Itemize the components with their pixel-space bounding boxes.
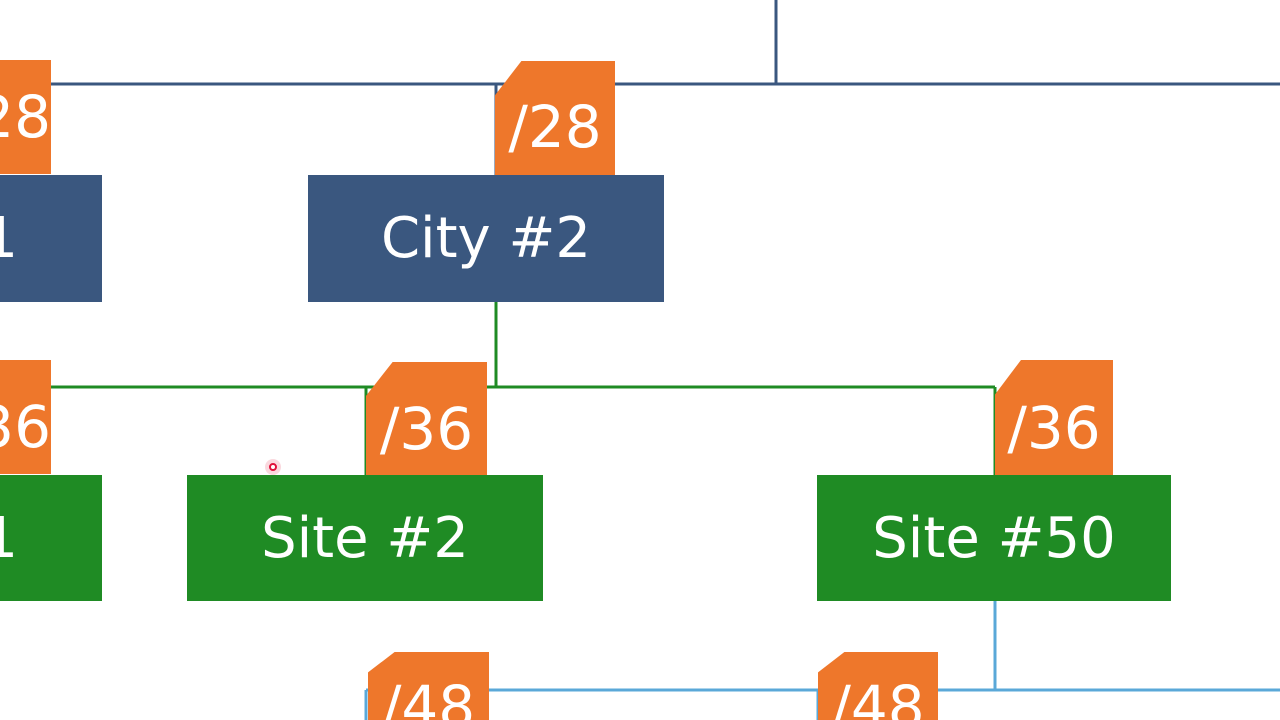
site-50-label: Site #50 — [872, 505, 1116, 571]
site-50-prefix-label: /36 — [1007, 393, 1101, 462]
city-2-prefix-label: /28 — [508, 93, 602, 161]
city-1-node: 1 — [0, 175, 102, 302]
site-50-prefix-tag: /36 — [995, 360, 1113, 475]
pointer-cursor — [265, 459, 281, 475]
city-1-prefix-label: 28 — [0, 83, 51, 151]
city-2-label: City #2 — [380, 206, 592, 271]
city-1-prefix-tag: 28 — [0, 60, 51, 174]
site-2-node: Site #2 — [187, 475, 543, 601]
city-2-node: City #2 — [308, 175, 664, 302]
site-50-node: Site #50 — [817, 475, 1171, 601]
site-1-prefix-label: 36 — [0, 393, 51, 461]
site-1-label: 1 — [0, 505, 18, 571]
subnet-a-prefix-tag: /48 — [368, 652, 489, 720]
site-2-prefix-tag: /36 — [366, 362, 487, 475]
site-1-node: 1 — [0, 475, 102, 601]
city-2-prefix-tag: /28 — [495, 61, 615, 175]
subnet-b-prefix-tag: /48 — [818, 652, 938, 720]
city-1-label: 1 — [0, 206, 18, 271]
site-2-prefix-label: /36 — [379, 394, 474, 463]
site-2-label: Site #2 — [261, 505, 469, 571]
subnet-b-prefix-label: /48 — [831, 673, 925, 720]
site-1-prefix-tag: 36 — [0, 360, 51, 474]
subnet-a-prefix-label: /48 — [381, 673, 476, 720]
